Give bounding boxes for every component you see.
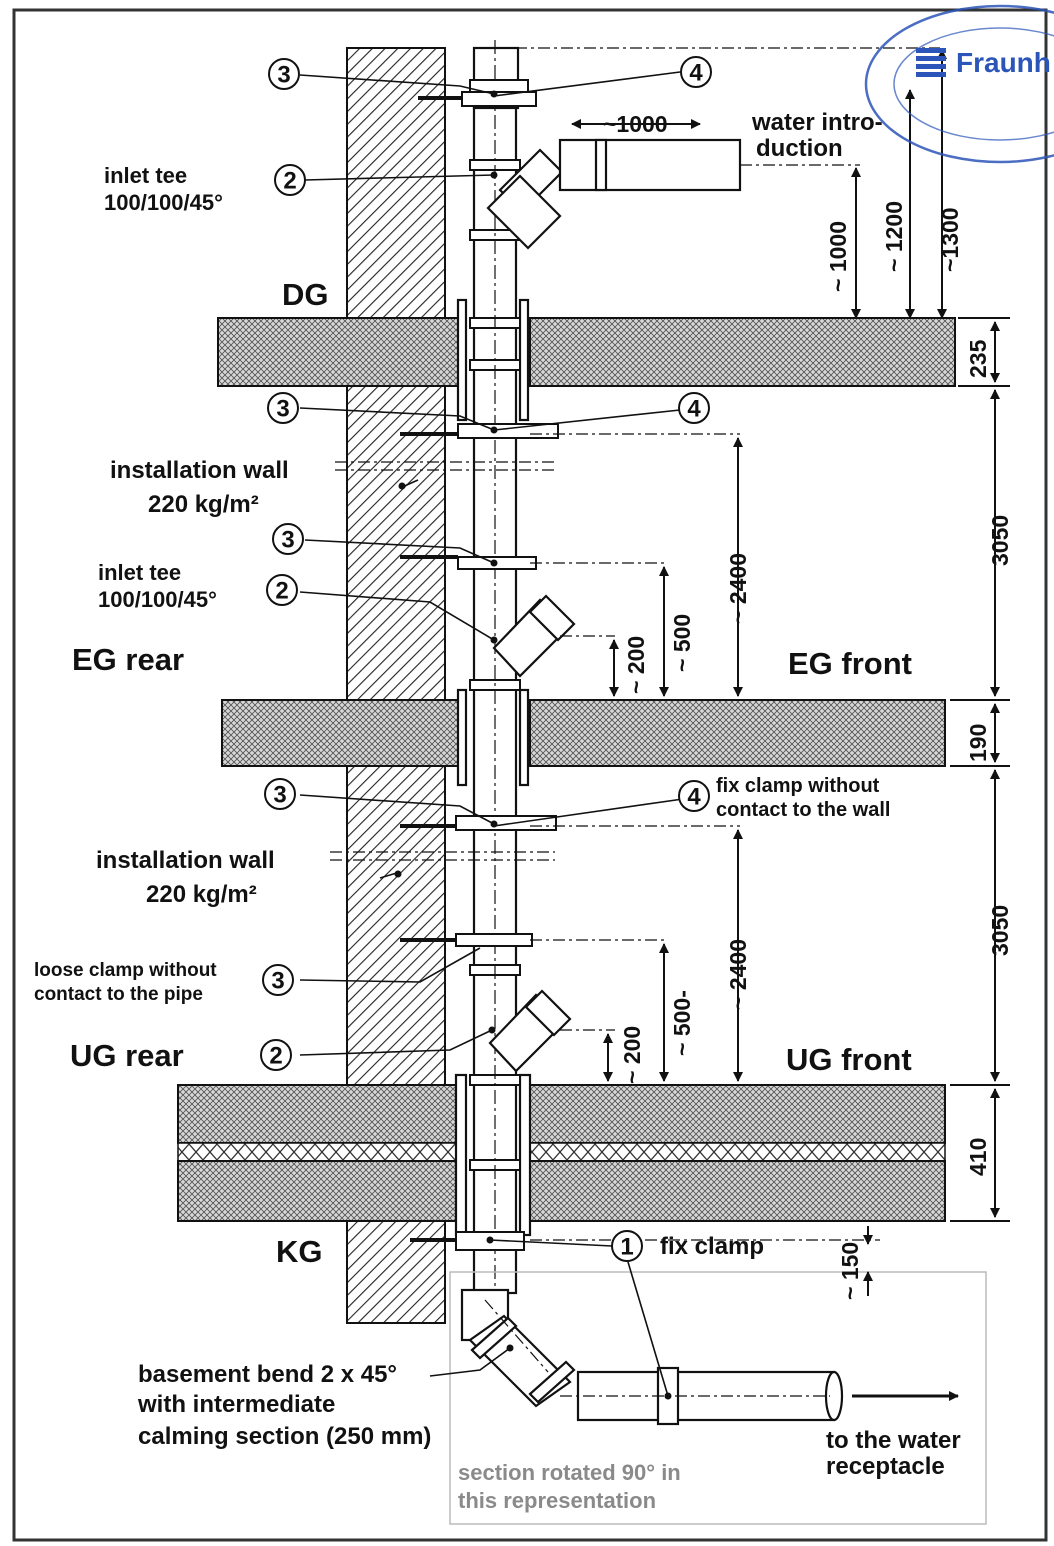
svg-text:4: 4 [689, 60, 703, 87]
dim-2400-bottom: ~ 2400 [725, 939, 751, 1010]
outer-frame [12, 8, 1048, 1542]
label-install-wall-bot-2: 220 kg/m² [146, 881, 257, 908]
marker-3-eg: 3 [272, 523, 304, 555]
dim-2400-top: ~ 2400 [725, 553, 751, 624]
label-water-receptacle-1: to the water [826, 1427, 961, 1454]
label-eg-rear: EG rear [72, 642, 184, 677]
dim-500-top: ~ 500 [669, 614, 695, 672]
svg-text:3: 3 [277, 62, 290, 89]
label-loose-clamp-1: loose clamp without [34, 960, 217, 981]
svg-text:1: 1 [620, 1234, 633, 1261]
dimension-lines [571, 49, 1010, 1296]
dim-1300: ~1300 [937, 207, 963, 272]
floor-slab-ug [177, 1084, 946, 1222]
wall-clamps [400, 79, 559, 1251]
svg-text:3: 3 [276, 396, 289, 423]
dim-200-top: ~ 200 [623, 636, 649, 694]
label-install-wall-top-1: installation wall [110, 457, 289, 484]
svg-text:4: 4 [687, 396, 701, 423]
marker-2-top: 2 [274, 164, 306, 196]
label-water-intro-2: duction [756, 135, 843, 162]
label-bend-2: with intermediate [137, 1391, 335, 1418]
rotated-section-box [449, 1271, 987, 1525]
label-water-receptacle-2: receptacle [826, 1453, 945, 1480]
dim-500-bottom: ~ 500- [669, 990, 695, 1056]
marker-2-ug: 2 [260, 1039, 292, 1071]
label-bend-3: calming section (250 mm) [138, 1423, 431, 1450]
label-water-intro-1: water intro- [751, 109, 883, 136]
svg-text:2: 2 [283, 168, 296, 195]
label-ug-front: UG front [786, 1042, 912, 1077]
label-loose-clamp-2: contact to the pipe [34, 984, 203, 1005]
leader-dots [394, 90, 672, 1400]
reference-lines [330, 47, 940, 1241]
label-inlet-tee-mid-2: 100/100/45° [98, 587, 217, 612]
dim-235: 235 [965, 339, 991, 378]
dim-3050-top: 3050 [987, 515, 1013, 566]
marker-1-kg: 1 [611, 1230, 643, 1262]
dim-1000-vertical: ~ 1000 [825, 221, 851, 292]
label-install-wall-bot-1: installation wall [96, 847, 275, 874]
floor-slab-dg [217, 317, 956, 387]
label-rotated-2: this representation [458, 1488, 656, 1513]
svg-text:3: 3 [273, 782, 286, 809]
label-rotated-1: section rotated 90° in [458, 1460, 681, 1485]
marker-2-eg: 2 [266, 574, 298, 606]
marker-4-ug: 4 [678, 780, 710, 812]
label-install-wall-top-2: 220 kg/m² [148, 491, 259, 518]
svg-text:2: 2 [275, 578, 288, 605]
dim-190: 190 [965, 724, 991, 762]
label-fix-clamp: fix clamp [660, 1233, 764, 1260]
dim-1000-horizontal: ~1000 [603, 111, 668, 137]
basement-bend [460, 1288, 844, 1426]
dim-150: ~ 150 [837, 1242, 863, 1300]
marker-4-top: 4 [680, 56, 712, 88]
marker-3-dg: 3 [267, 392, 299, 424]
label-inlet-tee-mid-1: inlet tee [98, 560, 181, 585]
svg-text:3: 3 [281, 527, 294, 554]
label-fix-clamp-note-2: contact to the wall [716, 799, 890, 821]
svg-text:3: 3 [271, 968, 284, 995]
dim-200-bottom: ~ 200 [619, 1026, 645, 1084]
fraunhofer-logo-icon [916, 48, 946, 77]
label-floor-dg: DG [282, 277, 329, 312]
label-inlet-tee-top-2: 100/100/45° [104, 190, 223, 215]
inlet-tee-top [486, 138, 742, 250]
marker-4-dg: 4 [678, 392, 710, 424]
marker-3-loose: 3 [262, 964, 294, 996]
dim-3050-bottom: 3050 [987, 905, 1013, 956]
label-bend-1: basement bend 2 x 45° [138, 1361, 397, 1388]
marker-3-top: 3 [268, 58, 300, 90]
label-inlet-tee-top-1: inlet tee [104, 163, 187, 188]
label-floor-kg: KG [276, 1234, 323, 1269]
label-ug-rear: UG rear [70, 1038, 184, 1073]
bend-centerline [484, 1299, 549, 1373]
fraunhofer-stamp: Fraunh [864, 4, 1054, 164]
svg-text:2: 2 [269, 1043, 282, 1070]
svg-text:4: 4 [687, 784, 701, 811]
floor-slab-eg [221, 699, 946, 767]
dim-1200: ~ 1200 [881, 201, 907, 272]
label-fix-clamp-note-1: fix clamp without [716, 775, 880, 797]
marker-3-ug-top: 3 [264, 778, 296, 810]
stamp-text: Fraunh [956, 47, 1051, 78]
label-eg-front: EG front [788, 646, 912, 681]
inlet-tee-mid [492, 594, 576, 678]
dim-410: 410 [965, 1138, 991, 1176]
inlet-tee-bot [488, 989, 572, 1073]
